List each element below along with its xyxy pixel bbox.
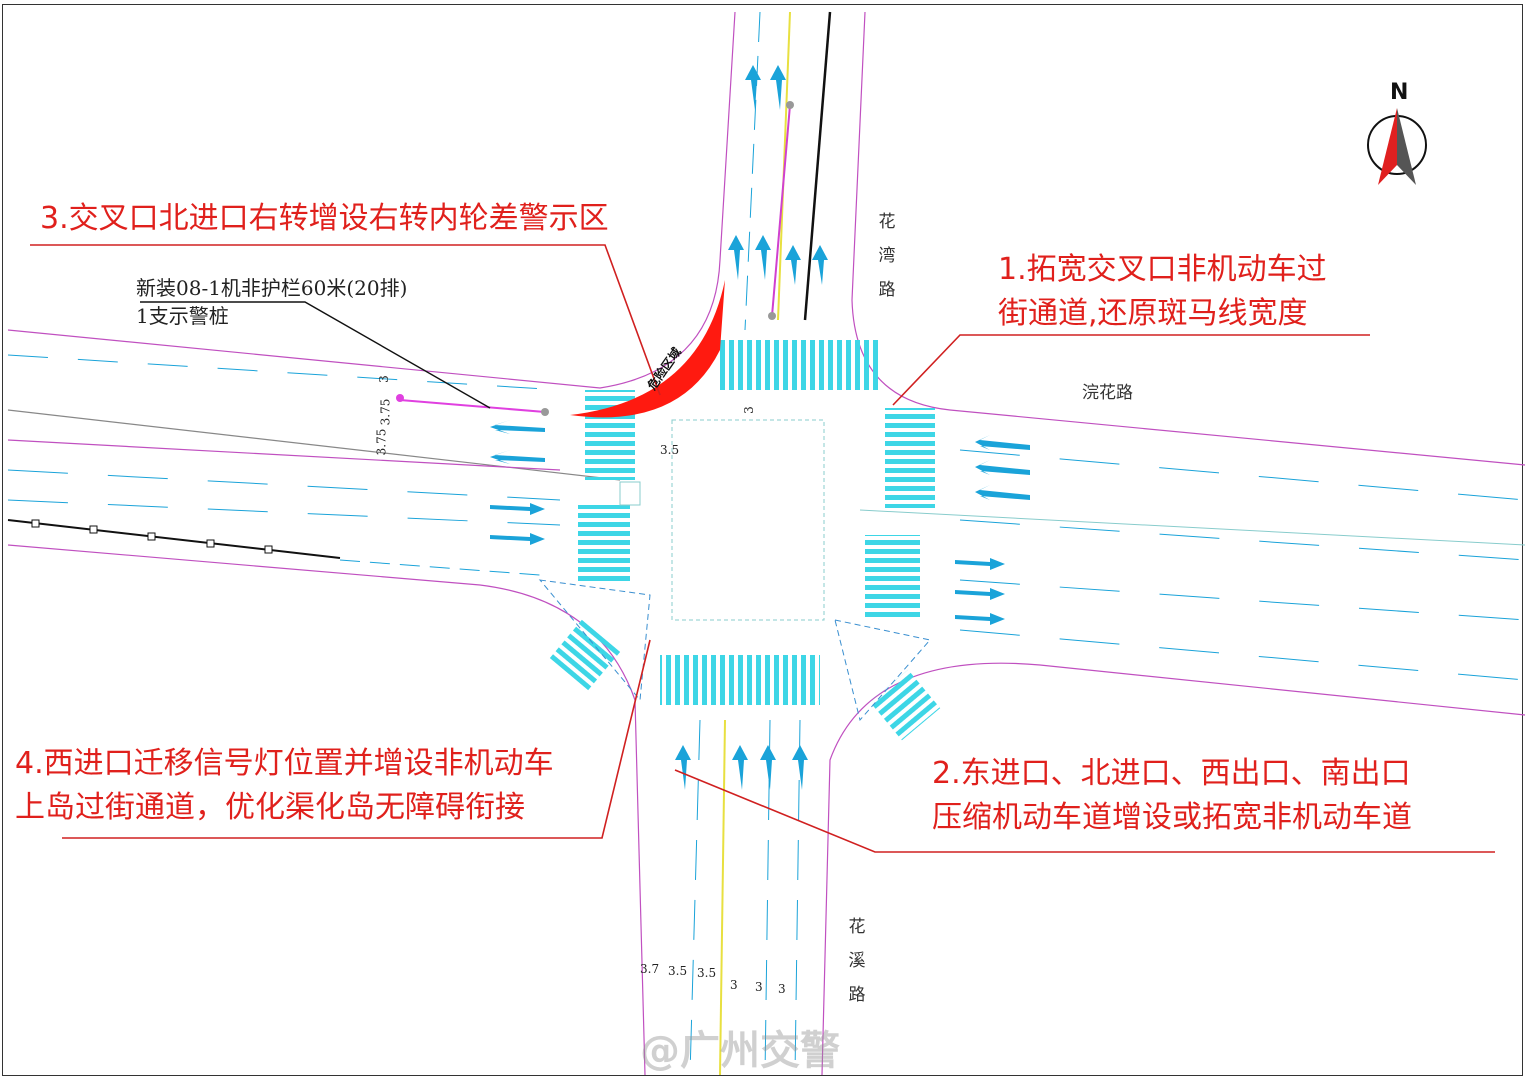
road-label-east: 浣花路 <box>1082 383 1133 403</box>
road-label-north: 花湾路 <box>878 212 896 300</box>
annotation-3: 3.交叉口北进口右转增设右转内轮差警示区 <box>40 201 609 236</box>
annotation-1: 1.拓宽交叉口非机动车过街通道,还原斑马线宽度 <box>998 252 1327 331</box>
right-turn-warning-zone <box>570 280 725 418</box>
dim-west-0: 3 <box>376 375 391 383</box>
dim-west-2: 3.75 <box>374 428 389 456</box>
lane-arrows <box>490 65 1030 790</box>
dim-south-2: 3.5 <box>697 966 717 980</box>
annotation-2: 2.东进口、北进口、西出口、南出口压缩机动车道增设或拓宽非机动车道 <box>932 756 1412 835</box>
intersection-center <box>671 419 825 621</box>
road-edges <box>7 11 1526 1076</box>
dim-south-0: 3.7 <box>640 962 660 976</box>
drawing-frame <box>2 4 1523 1076</box>
guardrail-line <box>7 101 794 559</box>
dim-west-1: 3.75 <box>378 398 393 426</box>
compass-north-label: N <box>1390 80 1409 105</box>
lane-lines <box>7 11 1526 1076</box>
road-label-south: 花溪路 <box>848 917 866 1005</box>
dim-south-5: 3 <box>778 982 786 996</box>
watermark: @广州交警 <box>640 1028 840 1074</box>
annotation-4: 4.西进口迁移信号灯位置并增设非机动车上岛过街通道，优化渠化岛无障碍衔接 <box>15 746 554 825</box>
dim-center-1: 3.5 <box>660 443 680 457</box>
north-arrow-icon <box>1367 108 1427 185</box>
dim-south-3: 3 <box>730 978 738 992</box>
guardrail-install-note: 新装08-1机非护栏60米(20排)1支示警桩 <box>136 276 408 328</box>
dim-south-4: 3 <box>755 980 763 994</box>
dim-south-1: 3.5 <box>668 964 688 978</box>
leader-lines <box>30 244 1495 853</box>
dim-center-0: 3 <box>741 406 756 414</box>
crosswalks <box>549 340 941 741</box>
